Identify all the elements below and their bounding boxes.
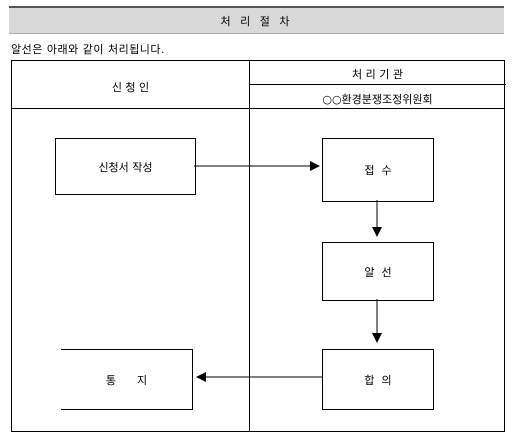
step-apply-label: 신청서 작성 (98, 160, 153, 174)
step-notice: 통 지 (61, 349, 193, 410)
step-receipt: 접 수 (322, 138, 434, 202)
section-title: 처 리 절 차 (220, 14, 293, 28)
step-notice-label: 통 지 (105, 373, 148, 387)
arrow-right-icon (310, 161, 320, 171)
col-header-agency-name: ○○환경분쟁조정위원회 (322, 93, 433, 106)
step-apply: 신청서 작성 (55, 138, 196, 195)
col-header-applicant: 신 청 인 (111, 81, 150, 94)
subheader-divider (249, 84, 506, 85)
header-row-divider (12, 108, 504, 109)
arrow-down-icon (372, 333, 382, 343)
procedure-table: 신 청 인 처 리 기 관 ○○환경분쟁조정위원회 신청서 작성 접 수 알 선… (11, 60, 506, 432)
flow-arrows (194, 161, 382, 382)
step-mediation-label: 알 선 (364, 265, 392, 279)
arrow-down-icon (372, 227, 382, 237)
section-header: 처 리 절 차 (9, 6, 504, 34)
step-agreement-label: 합 의 (364, 373, 392, 387)
col-header-agency: 처 리 기 관 (352, 68, 403, 81)
column-divider (249, 61, 250, 431)
intro-text: 알선은 아래와 같이 처리됩니다. (11, 43, 166, 56)
step-agreement: 합 의 (322, 349, 434, 410)
arrow-left-icon (196, 372, 206, 382)
step-mediation: 알 선 (322, 242, 434, 301)
step-receipt-label: 접 수 (364, 164, 392, 177)
